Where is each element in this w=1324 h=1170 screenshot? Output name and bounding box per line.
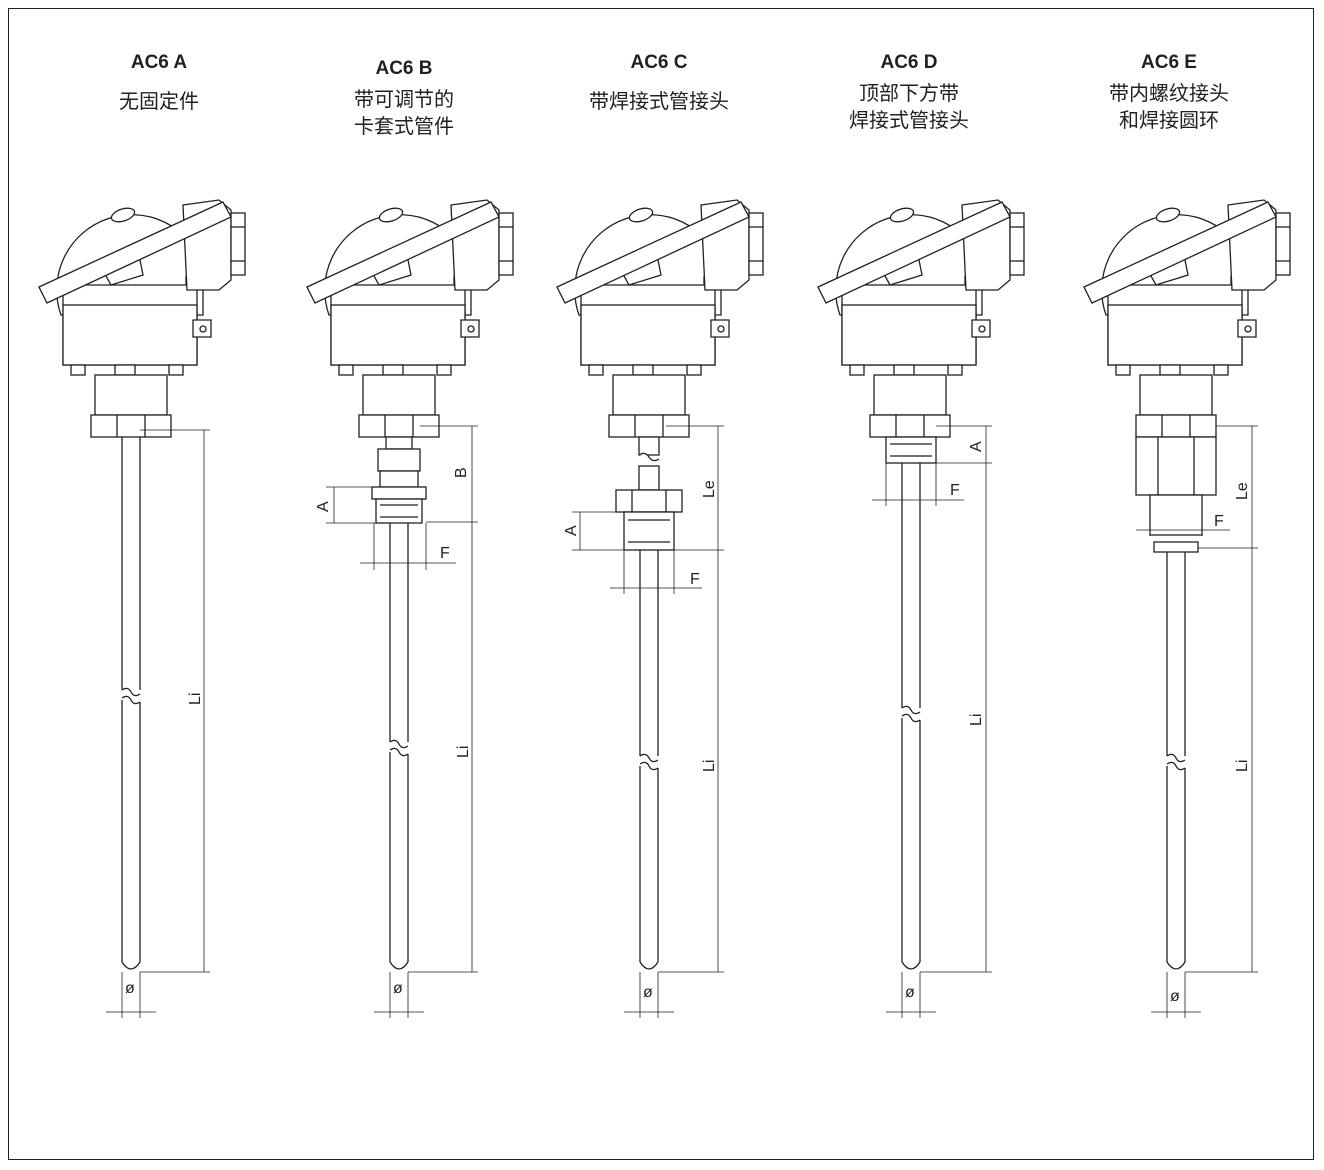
variant-e-code: AC6 E: [1141, 52, 1197, 73]
variant-c-fitting: [615, 436, 683, 551]
variant-d-f-label: F: [950, 482, 960, 499]
variant-e-fitting: [1135, 436, 1217, 553]
variant-b-a-label: A: [315, 501, 332, 512]
variant-a-description: 无固定件: [119, 89, 199, 113]
variant-c-tube: [572, 425, 724, 1018]
variant-e-sensor: [1083, 199, 1291, 438]
variant-e-diameter-label: ø: [1170, 988, 1180, 1005]
variant-d-fitting: [885, 436, 937, 464]
variant-c-a-label: A: [563, 525, 580, 536]
variant-c-le-label: Le: [701, 480, 718, 498]
variant-a-tube: [106, 429, 210, 1018]
variant-a-diameter-label: ø: [125, 980, 135, 997]
variant-b-code: AC6 B: [375, 58, 433, 79]
drawing-frame: [8, 8, 1314, 1160]
variant-c-sensor: [556, 199, 764, 438]
variant-b-sensor: [306, 199, 514, 438]
variant-b-b-label: B: [453, 467, 470, 478]
variant-d-a-label: A: [968, 441, 985, 452]
variant-e-f-label: F: [1214, 513, 1224, 530]
variant-c-li-label: Li: [701, 760, 718, 772]
variant-a-code: AC6 A: [130, 52, 188, 73]
variant-c-diameter-label: ø: [643, 984, 653, 1001]
variant-d-diameter-label: ø: [905, 984, 915, 1001]
variant-a-li-label: Li: [187, 693, 204, 705]
variant-e-description: 带内螺纹接头 和焊接圆环: [1109, 81, 1229, 132]
variant-d-li-label: Li: [968, 714, 985, 726]
variant-b-diameter-label: ø: [393, 980, 403, 997]
variant-e-tube: [1136, 425, 1258, 1018]
variant-d-sensor: [817, 199, 1025, 438]
variant-c-code: AC6 C: [630, 52, 688, 73]
variant-b-tube: [326, 425, 478, 1018]
variant-c-f-label: F: [690, 571, 700, 588]
variant-a-sensor: [38, 199, 246, 438]
variant-b-f-label: F: [440, 545, 450, 562]
variant-b-fitting: [371, 436, 427, 524]
variant-d-code: AC6 D: [880, 52, 938, 73]
variant-e-li-label: Li: [1234, 760, 1251, 772]
variant-e-le-label: Le: [1234, 482, 1251, 500]
variant-d-description: 顶部下方带 焊接式管接头: [849, 81, 969, 132]
variant-b-li-label: Li: [455, 746, 472, 758]
variant-b-description: 带可调节的 卡套式管件: [354, 87, 454, 138]
variant-c-description: 带焊接式管接头: [589, 89, 729, 113]
variant-d-tube: [872, 425, 992, 1018]
